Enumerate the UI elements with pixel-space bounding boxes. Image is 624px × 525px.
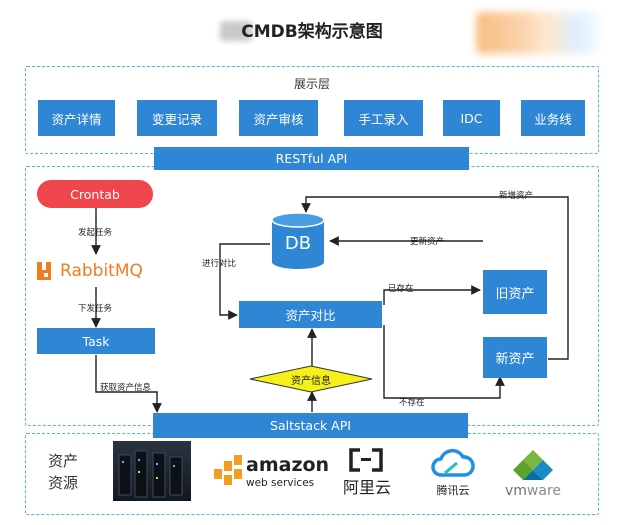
rabbitmq-icon bbox=[37, 262, 51, 280]
vmware-text: vmware bbox=[500, 483, 566, 499]
menu-asset-details[interactable]: 资产详情 bbox=[38, 100, 115, 136]
menu-idc[interactable]: IDC bbox=[443, 100, 500, 136]
edge-label-do-compare: 进行对比 bbox=[202, 259, 237, 269]
aws-cubes-icon bbox=[214, 455, 242, 485]
old-asset-node: 旧资产 bbox=[483, 270, 547, 314]
aws-webservices-text: web services bbox=[246, 477, 315, 489]
aliyun-logo: 阿里云 bbox=[338, 448, 396, 498]
restful-api-bar: RESTful API bbox=[154, 147, 469, 170]
server-racks-icon bbox=[118, 450, 183, 498]
server-room-image bbox=[113, 441, 191, 501]
db-label: DB bbox=[284, 233, 312, 254]
edge-label-dispatch-task: 下发任务 bbox=[78, 304, 113, 314]
edge-label-start-task: 发起任务 bbox=[78, 228, 113, 238]
new-asset-node: 新资产 bbox=[483, 337, 547, 378]
menu-asset-review[interactable]: 资产审核 bbox=[239, 100, 318, 136]
rabbitmq-label: RabbitMQ bbox=[60, 261, 143, 281]
redacted-company-mark bbox=[220, 21, 252, 41]
tencent-cloud-logo: 腾讯云 bbox=[427, 449, 479, 499]
tencent-cloud-icon bbox=[431, 449, 475, 477]
decision-diamond bbox=[249, 365, 373, 393]
vmware-leaf-icon bbox=[513, 450, 553, 480]
vmware-ware-text: ware bbox=[526, 483, 562, 499]
crontab-node: Crontab bbox=[37, 180, 153, 208]
edge-label-exists: 已存在 bbox=[388, 284, 414, 294]
rabbitmq-logo: RabbitMQ bbox=[35, 255, 155, 287]
edge-label-get-asset-info: 获取资产信息 bbox=[100, 383, 152, 393]
menu-manual-entry[interactable]: 手工录入 bbox=[344, 100, 423, 136]
aws-amazon-text: amazon bbox=[246, 454, 330, 476]
menu-business-line[interactable]: 业务线 bbox=[521, 100, 585, 136]
asset-info-decision: 资产信息 bbox=[249, 365, 373, 393]
compare-node: 资产对比 bbox=[239, 301, 382, 328]
tencent-cloud-text: 腾讯云 bbox=[436, 484, 470, 497]
aliyun-bracket-icon bbox=[349, 448, 383, 472]
saltstack-api-bar: Saltstack API bbox=[153, 413, 468, 438]
edge-label-add-asset: 新增资产 bbox=[499, 191, 534, 201]
presentation-layer-label: 展示层 bbox=[293, 77, 330, 91]
aliyun-text: 阿里云 bbox=[342, 478, 391, 497]
vmware-logo: vmware bbox=[500, 449, 566, 501]
company-logo-blurred bbox=[476, 12, 604, 54]
resource-label-line1: 资产 bbox=[48, 452, 79, 470]
resource-label-line2: 资源 bbox=[48, 474, 79, 492]
vmware-vm-text: vm bbox=[504, 483, 527, 499]
edge-label-not-exists: 不存在 bbox=[399, 398, 425, 408]
database-icon bbox=[271, 212, 325, 269]
task-node: Task bbox=[37, 328, 155, 354]
db-node: DB bbox=[271, 212, 325, 270]
diagram-title: CMDB架构示意图 bbox=[241, 22, 383, 42]
aws-logo: amazon web services bbox=[214, 450, 329, 492]
asset-info-label: 资产信息 bbox=[291, 376, 331, 387]
menu-change-log[interactable]: 变更记录 bbox=[137, 100, 217, 136]
edge-label-update-asset: 更新资产 bbox=[410, 237, 445, 247]
